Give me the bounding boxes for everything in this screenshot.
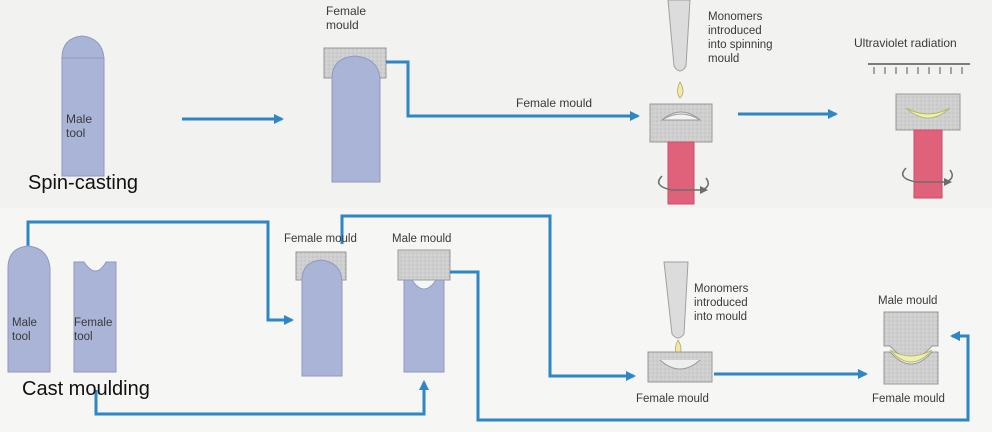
arrow-female-mould-path: [386, 60, 640, 121]
monomer-drop: [677, 81, 684, 99]
rotation-arrow: [657, 175, 709, 191]
section-title-cast-moulding: Cast moulding: [22, 378, 150, 400]
label-female-mould: Female mould: [326, 4, 366, 32]
male-tool-shape: [61, 35, 105, 177]
uv-mould: [895, 93, 961, 131]
label-cast-female-tool-text: Female tool: [74, 317, 113, 343]
label-monomers-mould: Monomers introduced into mould: [694, 282, 748, 324]
label-female-mould-arrow: Female mould: [516, 96, 593, 110]
label-monomers-spinning: Monomers introduced into spinning mould: [708, 10, 773, 66]
label-cast-male-mould-top: Male mould: [392, 233, 452, 245]
label-cast-female-tool: Female tool: [74, 316, 112, 344]
label-cast-male-tool: Male tool: [12, 316, 37, 344]
label-monomers-spinning-text: Monomers introduced into spinning mould: [708, 11, 773, 65]
label-male-tool-text: Male tool: [66, 112, 93, 140]
label-cast-male-mould-right: Male mould: [878, 295, 938, 307]
spin-spindle: [667, 141, 695, 205]
label-cast-male-tool-text: Male tool: [12, 317, 37, 343]
label-cast-female-mould-right: Female mould: [872, 393, 945, 405]
spin-mould: [649, 103, 713, 143]
spin-casting-panel: [0, 0, 992, 208]
male-tool-under-mould: [331, 55, 381, 183]
label-male-tool: Male tool: [66, 112, 92, 140]
arrow-female-tool-path: [94, 380, 429, 416]
arrow-female-mould-to-fill: [340, 214, 636, 381]
uv-lens: [905, 107, 951, 119]
section-title-spin-casting: Spin-casting: [28, 172, 139, 194]
cast-male-mould-block: [397, 249, 451, 281]
label-female-mould-text: Female mould: [326, 4, 367, 32]
closed-mould-bottom: [883, 351, 939, 385]
cast-dispenser-nozzle: [663, 261, 689, 339]
label-cast-female-mould-top: Female mould: [284, 233, 357, 245]
cast-female-under-male: [403, 279, 445, 373]
label-uv-radiation: Ultraviolet radiation: [854, 36, 957, 50]
uv-spindle: [913, 129, 943, 199]
dispenser-nozzle: [667, 0, 691, 72]
cast-female-tool-shape: [73, 261, 117, 373]
cast-male-tool-shape: [7, 245, 51, 373]
label-monomers-mould-text: Monomers introduced into mould: [694, 283, 749, 323]
cast-moulding-panel: [0, 208, 992, 432]
arrow-male-tool-path: [26, 220, 294, 325]
uv-rays: [873, 67, 963, 74]
label-cast-female-mould-bottom: Female mould: [636, 393, 709, 405]
arrow-male-mould-return: [450, 270, 970, 422]
closed-mould-lens: [889, 349, 933, 363]
cast-male-under-female: [301, 259, 343, 377]
